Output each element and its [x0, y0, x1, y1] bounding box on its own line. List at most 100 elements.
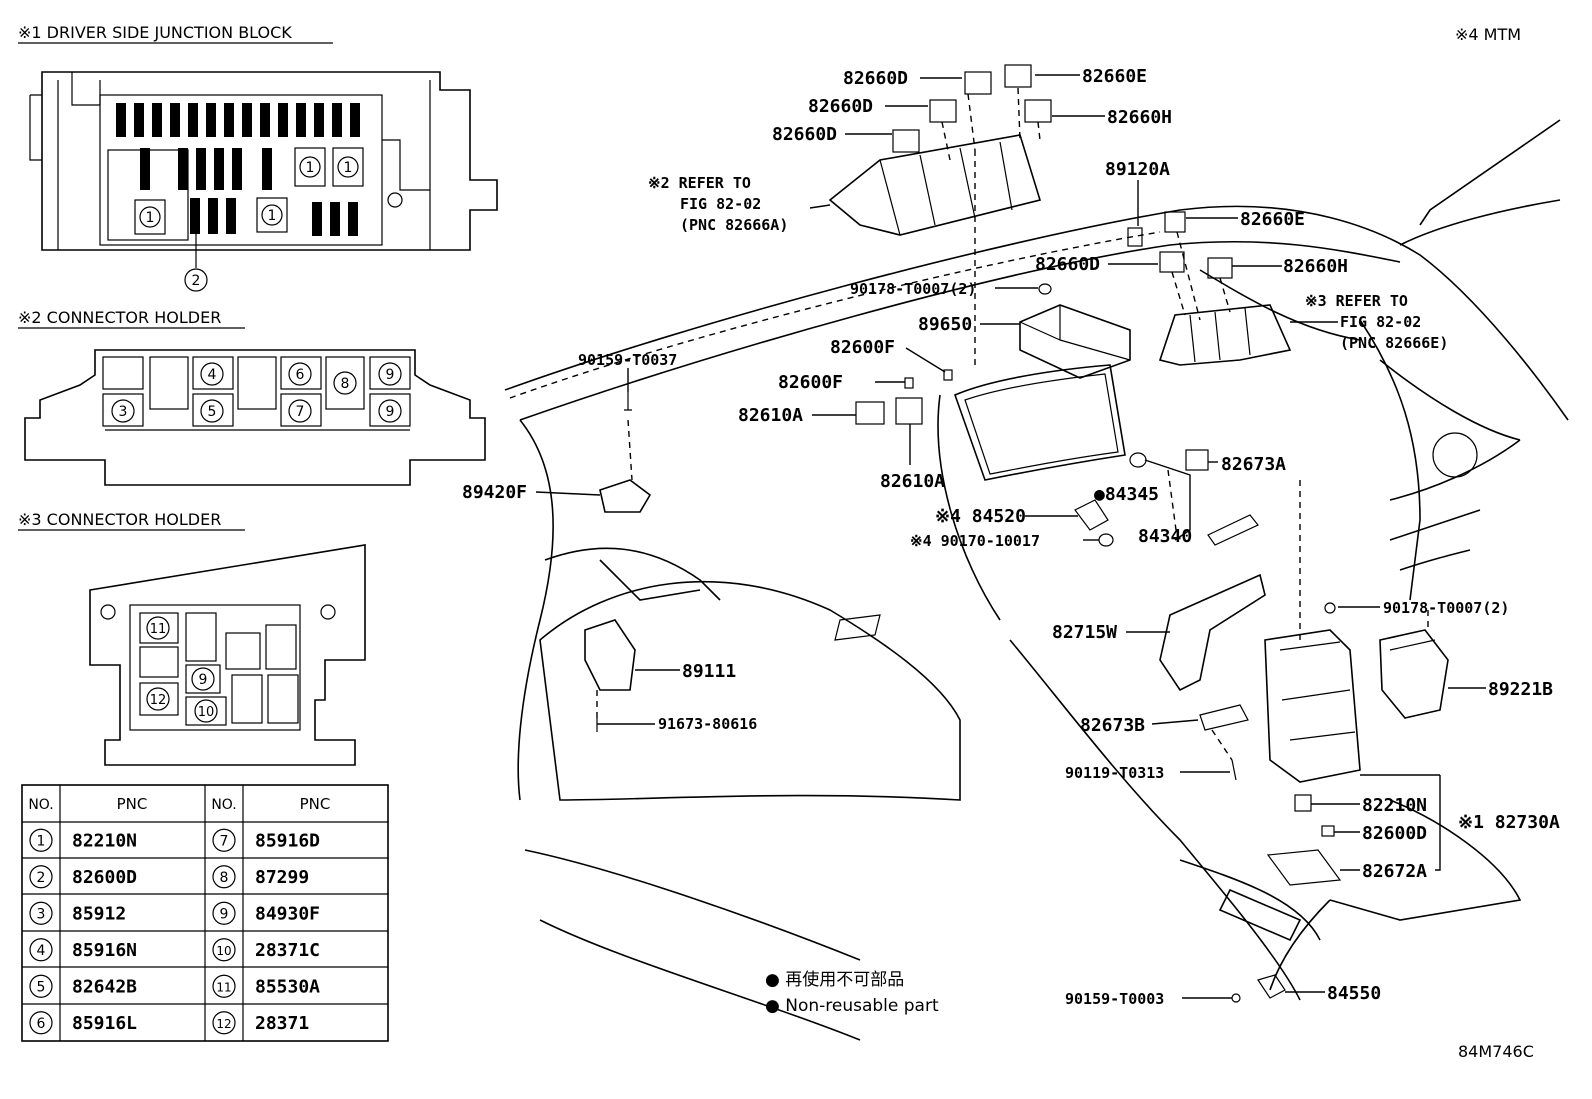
dashboard-drawing	[504, 119, 1569, 1041]
refer-note-line: FIG 82-02	[1340, 313, 1421, 331]
part-label-82660E: 82660E	[1082, 66, 1147, 87]
holder2-number: 3	[119, 404, 128, 420]
holder3-number: 12	[150, 693, 167, 708]
table-number-circle	[29, 828, 53, 852]
refer-note-line: FIG 82-02	[680, 195, 761, 213]
table-cell-no: 3	[37, 906, 46, 922]
part-label-82600F: 82600F	[830, 337, 895, 358]
table-number-circle	[212, 1011, 236, 1035]
table-cell-pnc: 28371	[255, 1013, 309, 1034]
table-cell-pnc: 82642B	[72, 976, 137, 997]
table-cell-pnc: 82210N	[72, 830, 137, 851]
jb-circle-number: 1	[344, 160, 353, 176]
part-label-89221B: 89221B	[1488, 679, 1553, 700]
refer-note-line: ※3 REFER TO	[1305, 292, 1408, 310]
pnc-table	[21, 784, 389, 1042]
table-cell-no: 11	[216, 980, 231, 994]
part-label-82660D: 82660D	[808, 96, 873, 117]
leader-lines	[535, 74, 1486, 999]
part-label-84340: 84340	[1138, 526, 1192, 547]
table-cell-no: 7	[220, 833, 229, 849]
table-rows: 1 82210N 2 82600D 3 85912 4 85916N 5 82642B 6 85916…	[29, 828, 320, 1035]
connector-holder-2-drawing	[24, 349, 486, 486]
part-label-82730A: ※1 82730A	[1458, 812, 1560, 833]
jb-circle-number: 1	[146, 210, 155, 226]
table-cell-pnc: 85916D	[255, 830, 320, 851]
jb-circle-number: 1	[306, 160, 315, 176]
part-label-90159-T0003: 90159-T0003	[1065, 990, 1164, 1008]
table-cell-no: 4	[37, 943, 46, 959]
table-number-circle	[29, 1011, 53, 1035]
header-connector-holder-3: ※3 CONNECTOR HOLDER	[18, 510, 221, 529]
part-label-90178-T0007: 90178-T0007(2)	[1383, 599, 1509, 617]
table-header-pnc: PNC	[300, 795, 331, 813]
header-connector-holder-2: ※2 CONNECTOR HOLDER	[18, 308, 221, 327]
table-cell-pnc: 82600D	[72, 867, 137, 888]
part-label-90178-T0007: 90178-T0007(2)	[850, 280, 976, 298]
table-cell-pnc: 84930F	[255, 903, 320, 924]
holder3-number: 10	[198, 705, 215, 720]
part-label-82672A: 82672A	[1362, 861, 1427, 882]
table-header-no: NO.	[211, 797, 236, 813]
refer-note-line: (PNC 82666A)	[680, 216, 788, 234]
table-number-circle	[29, 901, 53, 925]
part-label-82660E: 82660E	[1240, 209, 1305, 230]
table-cell-no: 9	[220, 906, 229, 922]
part-label-89111: 89111	[682, 661, 736, 682]
table-cell-no: 5	[37, 979, 46, 995]
part-label-90119-T0313: 90119-T0313	[1065, 764, 1164, 782]
part-label-82600F: 82600F	[778, 372, 843, 393]
table-number-circle	[29, 938, 53, 962]
table-number-circle	[29, 974, 53, 998]
part-label-82660H: 82660H	[1107, 107, 1172, 128]
part-label-82600D: 82600D	[1362, 823, 1427, 844]
part-label-82673B: 82673B	[1080, 715, 1145, 736]
connector-holder-3-drawing	[89, 544, 366, 766]
holder2-number: 6	[296, 367, 305, 383]
part-label-90170-10017: ※4 90170-10017	[910, 532, 1040, 550]
part-label-89120A: 89120A	[1105, 159, 1170, 180]
part-label-84520: ※4 84520	[935, 506, 1026, 527]
refer-note-line: ※2 REFER TO	[648, 174, 751, 192]
holder3-number: 11	[150, 622, 167, 637]
table-cell-pnc: 28371C	[255, 940, 320, 961]
table-cell-no: 1	[37, 833, 46, 849]
holder2-number: 5	[208, 404, 217, 420]
table-number-circle	[29, 865, 53, 889]
part-label-89650: 89650	[918, 314, 972, 335]
table-number-circle	[212, 865, 236, 889]
part-label-82610A: 82610A	[880, 471, 945, 492]
table-cell-no: 10	[216, 944, 231, 958]
legend-non-reusable-en: ● Non-reusable part	[765, 996, 939, 1016]
table-cell-pnc: 87299	[255, 867, 309, 888]
table-number-circle	[212, 828, 236, 852]
refer-note-line: (PNC 82666E)	[1340, 334, 1448, 352]
part-label-82660H: 82660H	[1283, 256, 1348, 277]
figure-id: 84M746C	[1458, 1042, 1534, 1061]
part-label-82660D: 82660D	[843, 68, 908, 89]
holder2-number: 8	[341, 376, 350, 392]
table-cell-pnc: 85916N	[72, 940, 137, 961]
table-cell-no: 2	[37, 870, 46, 886]
table-cell-pnc: 85912	[72, 903, 126, 924]
holder2-number: 9	[386, 404, 395, 420]
junction-block-drawing	[29, 71, 498, 292]
holder2-number: 9	[386, 367, 395, 383]
part-label-90159-T0037: 90159-T0037	[578, 351, 677, 369]
part-label-84345: ●84345	[1094, 484, 1159, 505]
holder2-number: 4	[208, 367, 217, 383]
part-label-89420F: 89420F	[462, 482, 527, 503]
table-number-circle	[212, 901, 236, 925]
table-cell-no: 8	[220, 870, 229, 886]
table-cell-no: 12	[216, 1017, 231, 1031]
part-label-82660D: 82660D	[772, 124, 837, 145]
table-number-circle	[212, 974, 236, 998]
table-header-no: NO.	[28, 797, 53, 813]
jb-circle-number: 1	[268, 208, 277, 224]
part-label-82660D: 82660D	[1035, 254, 1100, 275]
table-cell-pnc: 85916L	[72, 1013, 137, 1034]
table-cell-no: 6	[37, 1016, 46, 1032]
legend-non-reusable-jp: ● 再使用不可部品	[765, 969, 904, 990]
part-label-82673A: 82673A	[1221, 454, 1286, 475]
